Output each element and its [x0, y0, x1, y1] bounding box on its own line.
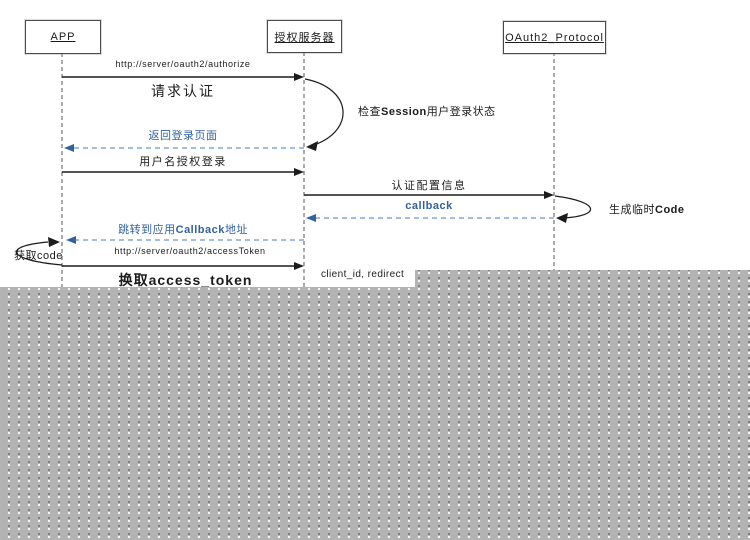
msg-access-token-url: http://server/oauth2/accessToken: [114, 246, 266, 256]
note-get-code-pre: 获取: [14, 250, 37, 262]
arrowhead-icon: [306, 141, 318, 151]
note-check-session-bold: Session: [381, 106, 427, 118]
msg-client-params: client_id, redirect: [321, 269, 405, 280]
selfloop-check-session: [304, 78, 344, 146]
participant-app: APP: [25, 20, 101, 54]
msg-authorize-url: http://server/oauth2/authorize: [115, 59, 251, 69]
arrowhead-icon: [556, 213, 568, 223]
msg-exchange-token: 换取access_token: [63, 270, 308, 290]
arrowhead-icon: [64, 144, 74, 152]
note-generate-code-pre: 生成临时: [609, 204, 655, 216]
selfloop-get-code: [15, 241, 63, 266]
participant-auth-server-label: 授权服务器: [274, 31, 335, 44]
arrowhead-icon: [294, 168, 304, 176]
note-check-session: 检查Session用户登录状态: [358, 103, 496, 119]
arrowhead-icon: [66, 236, 76, 244]
note-get-code-bold: code: [37, 250, 63, 262]
selfloop-generate-code: [554, 195, 592, 219]
msg-exchange-pre: 换取: [118, 272, 149, 288]
msg-request-auth: 请求认证: [151, 83, 215, 99]
participant-oauth2: OAuth2_Protocol: [503, 21, 606, 54]
msg-redirect-pre: 跳转到应用: [118, 224, 176, 236]
arrowhead-icon: [544, 191, 554, 199]
msg-callback: callback: [405, 200, 453, 212]
note-check-session-pre: 检查: [358, 106, 381, 118]
msg-redirect-post: 地址: [224, 224, 248, 236]
note-generate-code-bold: Code: [655, 204, 685, 216]
msg-auth-config: 认证配置信息: [391, 180, 467, 192]
arrowhead-icon: [48, 237, 60, 247]
note-generate-code: 生成临时Code: [609, 201, 685, 217]
msg-exchange-bold: access_token: [148, 272, 253, 288]
participant-auth-server: 授权服务器: [267, 20, 342, 53]
arrowhead-icon: [294, 73, 304, 81]
note-get-code: 获取code: [14, 247, 63, 263]
note-check-session-post: 用户登录状态: [426, 106, 496, 118]
msg-return-login-page: 返回登录页面: [148, 130, 218, 142]
arrowhead-icon: [294, 262, 304, 270]
msg-username-login: 用户名授权登录: [139, 156, 227, 168]
msg-redirect-callback: 跳转到应用Callback地址: [63, 221, 303, 237]
participant-oauth2-label: OAuth2_Protocol: [505, 31, 604, 44]
participant-app-label: APP: [50, 31, 76, 43]
msg-redirect-bold: Callback: [175, 224, 225, 236]
arrowhead-icon: [306, 214, 316, 222]
